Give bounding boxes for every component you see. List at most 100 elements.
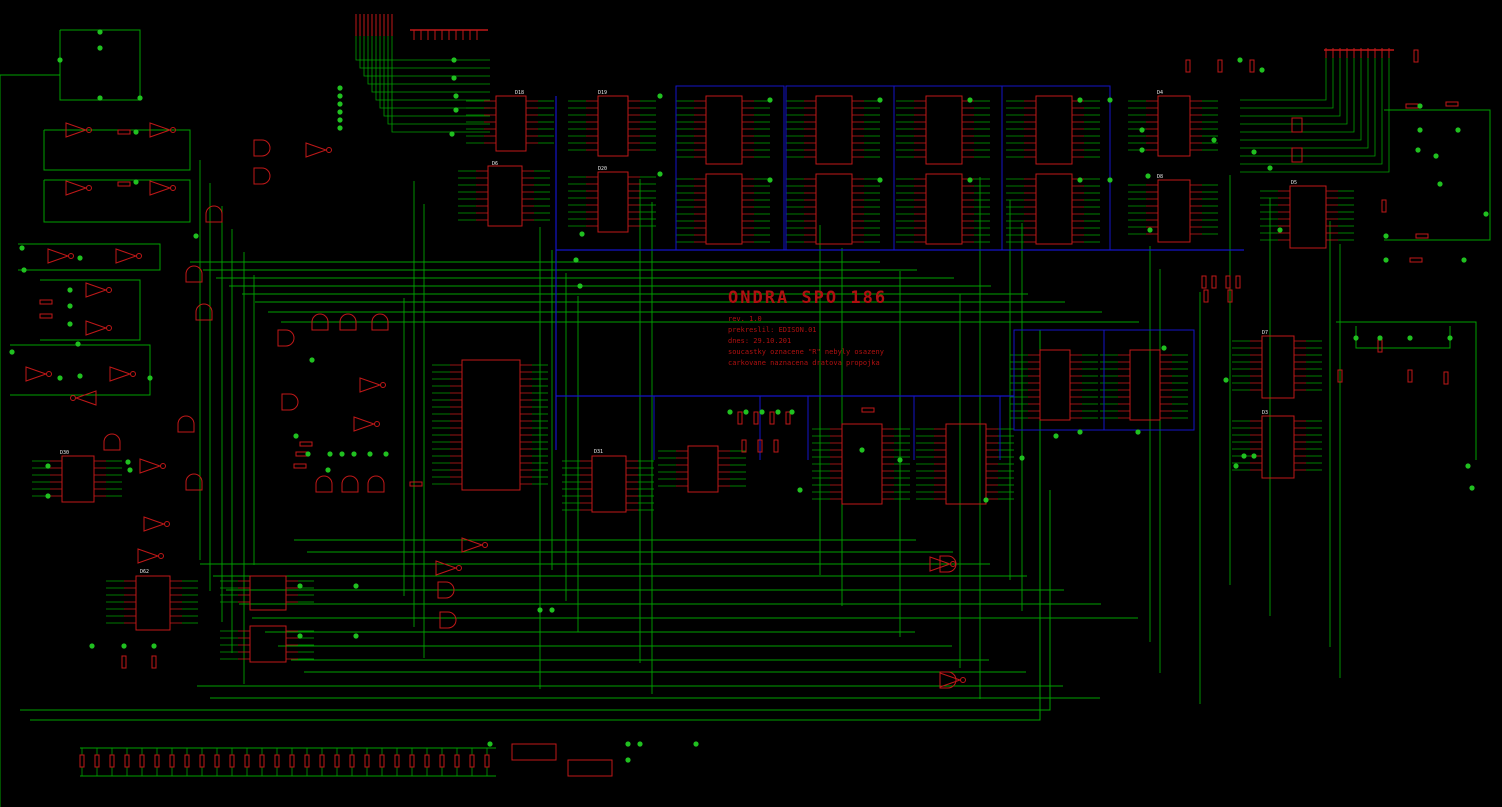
wire [1240,58,1383,165]
bus-frame [893,85,1003,251]
chip-label-d20: D20 [598,166,608,172]
ic-chip [841,423,883,505]
junction-dot [9,349,15,355]
title-note-unpopulated: soucastky oznacene "R" nebyly osazeny [728,348,884,356]
resistor [484,754,490,768]
junction-dot [1077,97,1083,103]
ic-chip [487,165,523,227]
ic-chip [1157,95,1191,157]
chip-label-d4: D4 [1157,90,1164,96]
logic-gate-bubble [70,395,76,401]
junction-dot [759,409,765,415]
junction-dot [577,283,583,289]
wire [359,36,490,69]
and-gate [315,475,333,493]
resistor [151,655,157,669]
junction-dot [1161,345,1167,351]
wire [43,179,191,223]
chip-label-d62: D62 [140,569,150,575]
resistor [1407,369,1413,383]
junction-layer [9,29,1489,763]
junction-dot [133,179,139,185]
resistor [289,754,295,768]
chip-label-d8: D8 [1157,174,1164,180]
junction-dot [789,409,795,415]
resistor [184,754,190,768]
junction-dot [877,177,883,183]
junction-dot [97,45,103,51]
and-gate [371,313,389,331]
resistor [293,463,307,469]
junction-dot [767,177,773,183]
logic-gate-bubble [106,325,112,331]
logic-gate-bubble [68,253,74,259]
and-gate [103,433,121,451]
junction-dot [297,633,303,639]
logic-gate-bubble [86,127,92,133]
junction-dot [487,741,493,747]
junction-dot [67,321,73,327]
junction-dot [367,451,373,457]
junction-dot [57,57,63,63]
resistor [299,441,313,447]
junction-dot [67,303,73,309]
ic-chip [597,95,629,157]
junction-dot [293,433,299,439]
junction-dot [451,75,457,81]
junction-dot [537,607,543,613]
junction-dot [625,757,631,763]
bus-frame [1001,85,1111,251]
junction-dot [657,93,663,99]
junction-dot [1433,153,1439,159]
resistor [753,411,759,425]
logic-gate-bubble [170,127,176,133]
junction-dot [693,741,699,747]
junction-dot [1277,227,1283,233]
wire [1240,58,1341,117]
schematic-title: ONDRA SPO 186 [728,288,888,308]
junction-dot [1019,455,1025,461]
resistor [1445,101,1459,107]
resistor [1443,371,1449,385]
logic-gate-bubble [158,553,164,559]
logic-gate-bubble [374,421,380,427]
junction-dot [1139,127,1145,133]
junction-dot [89,643,95,649]
logic-gate-bubble [326,147,332,153]
wire [1240,58,1369,149]
junction-dot [383,451,389,457]
junction-dot [767,97,773,103]
wire [363,36,490,77]
title-revision: rev. 1.0 [728,315,762,323]
junction-dot [1251,149,1257,155]
wire [387,36,490,125]
junction-dot [1383,257,1389,263]
resistor [154,754,160,768]
ic-chip [61,455,95,503]
resistor [1415,233,1429,239]
resistor [1413,49,1419,63]
junction-dot [1259,67,1265,73]
resistor [1377,339,1383,353]
wire [1240,58,1355,133]
junction-dot [337,117,343,123]
ic-chip [1157,179,1191,243]
junction-dot [77,255,83,261]
logic-gate [109,366,132,382]
junction-dot [21,267,27,273]
junction-dot [337,85,343,91]
resistor [214,754,220,768]
junction-dot [1383,233,1389,239]
logic-gate-bubble [170,185,176,191]
junction-dot [125,459,131,465]
junction-dot [151,643,157,649]
logic-gate-bubble [136,253,142,259]
chip-label-d3: D3 [1262,410,1269,416]
ic-chip [925,95,963,165]
junction-dot [133,129,139,135]
junction-dot [1437,181,1443,187]
logic-gate-bubble [130,371,136,377]
wire [1240,58,1327,101]
logic-gate-bubble [160,463,166,469]
ic-chip [461,359,521,491]
